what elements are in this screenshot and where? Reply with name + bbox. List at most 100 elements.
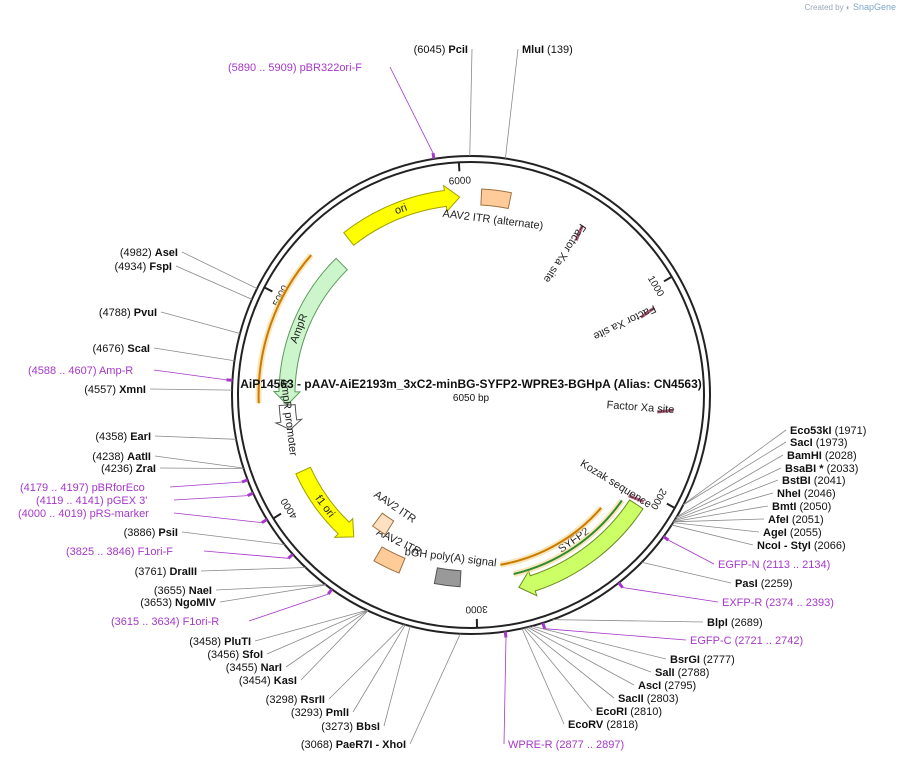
site-eco53ki[interactable]: Eco53kI (1971) <box>683 425 866 505</box>
site-label-text: (4982) AseI <box>120 247 178 259</box>
primer-name: F1ori-F <box>138 546 174 558</box>
site-bstbi[interactable]: BstBI (2041) <box>674 475 846 521</box>
site-leader <box>219 584 327 603</box>
site-naei[interactable]: (3655) NaeI <box>154 584 326 597</box>
site-label-text: (4557) XmnI <box>84 384 146 396</box>
site-label-text: Eco53kI (1971) <box>790 425 866 437</box>
site-mlui[interactable]: MluI (139) <box>504 44 573 159</box>
site-bbsi[interactable]: (3273) BbsI <box>321 626 411 733</box>
site-asci[interactable]: AscI (2795) <box>527 626 697 692</box>
site-blpi[interactable]: BlpI (2689) <box>552 617 763 629</box>
factor-xa-3-label: Factor Xa site <box>606 399 675 416</box>
primer-wprer[interactable]: WPRE-R (2877 .. 2897) <box>503 631 624 751</box>
primer-pgex3[interactable]: (4119 .. 4141) pGEX 3' <box>36 491 254 507</box>
site-pcii[interactable]: (6045) PciI <box>414 44 473 157</box>
site-asei[interactable]: (4982) AseI <box>120 247 258 289</box>
site-bamhi[interactable]: BamHI (2028) <box>676 450 857 518</box>
site-saci[interactable]: SacI (1973) <box>682 437 848 506</box>
feature-aav2-itr-alt[interactable] <box>480 188 513 210</box>
site-nari[interactable]: (3455) NarI <box>226 610 369 674</box>
feature-f1-ori[interactable] <box>295 466 355 538</box>
feature-ampr[interactable] <box>272 257 349 406</box>
feature-aav2-itr[interactable] <box>373 546 406 574</box>
site-position: (2051) <box>789 514 824 526</box>
primer-label-text: (4179 .. 4197) pBRforEco <box>20 482 145 494</box>
exfp-r-arrow[interactable] <box>500 507 602 566</box>
site-name: SacII <box>618 693 644 705</box>
site-position: (4238) <box>92 451 127 463</box>
site-position: (2033) <box>824 463 859 475</box>
feature-label-ori: ori <box>393 202 409 218</box>
site-pluti[interactable]: (3458) PluTI <box>189 609 368 648</box>
site-rsrii[interactable]: (3298) RsrII <box>266 624 405 706</box>
site-ncoi[interactable]: NcoI - StyI (2066) <box>671 524 846 552</box>
primer-leader <box>668 539 715 565</box>
site-sfoi[interactable]: (3456) SfoI <box>207 610 368 661</box>
site-label-text: SacI (1973) <box>790 437 848 449</box>
amp-r-arrow[interactable] <box>257 254 312 404</box>
site-paer7i[interactable]: (3068) PaeR7I - XhoI <box>301 633 461 751</box>
site-pvui[interactable]: (4788) PvuI <box>99 307 241 334</box>
site-label-text: (3293) PmlI <box>291 707 349 719</box>
site-nhei[interactable]: NheI (2046) <box>674 488 836 522</box>
primer-f1orir[interactable]: (3615 .. 3634) F1ori-R <box>111 588 333 628</box>
site-position: (3458) <box>189 636 224 648</box>
site-leader <box>383 626 411 727</box>
primer-f1orif[interactable]: (3825 .. 3846) F1ori-F <box>66 546 294 560</box>
site-draiii[interactable]: (3761) DraIII <box>135 566 306 578</box>
site-sali[interactable]: SalI (2788) <box>529 626 709 679</box>
egfp-n-arrow[interactable] <box>513 499 623 576</box>
primer-exfpr[interactable]: EXFP-R (2374 .. 2393) <box>617 581 834 609</box>
site-leader <box>328 624 405 700</box>
primer-prsmarker[interactable]: (4000 .. 4019) pRS-marker <box>18 508 268 524</box>
site-position: (1973) <box>813 437 848 449</box>
feature-ampr-promoter[interactable] <box>274 404 304 431</box>
site-afei[interactable]: AfeI (2051) <box>673 514 824 526</box>
site-label-text: (4934) FspI <box>115 261 172 273</box>
site-leader <box>525 627 615 699</box>
site-ngomiv[interactable]: (3653) NgoMIV <box>140 584 327 609</box>
site-pmli[interactable]: (3293) PmlI <box>291 624 406 719</box>
primer-pbrforeco[interactable]: (4179 .. 4197) pBRforEco <box>20 478 249 494</box>
primer-ampr[interactable]: (4588 .. 4607) Amp-R <box>28 365 233 382</box>
primer-label-text: EGFP-N (2113 .. 2134) <box>718 559 830 571</box>
site-name: AatII <box>127 451 151 463</box>
site-leader <box>285 610 369 668</box>
site-aatii[interactable]: (4238) AatII <box>92 451 244 469</box>
primer-range: (4179 .. 4197) <box>20 482 92 494</box>
site-bmti[interactable]: BmtI (2050) <box>673 501 832 522</box>
site-position: (2795) <box>661 680 696 692</box>
site-bsabi[interactable]: BsaBI * (2033) <box>675 463 859 519</box>
feature-ori[interactable] <box>343 184 461 246</box>
primer-egfpn[interactable]: EGFP-N (2113 .. 2134) <box>662 535 831 571</box>
feature-bgh-polya[interactable] <box>433 567 462 588</box>
site-eari[interactable]: (4358) EarI <box>95 431 237 443</box>
site-psii[interactable]: (3886) PsiI <box>124 527 285 546</box>
site-scai[interactable]: (4676) ScaI <box>93 343 235 362</box>
site-name: PluTI <box>224 636 251 648</box>
site-fspi[interactable]: (4934) FspI <box>115 261 253 300</box>
backbone-layer <box>231 155 711 635</box>
site-pasi[interactable]: PasI (2259) <box>641 561 793 590</box>
site-sacii[interactable]: SacII (2803) <box>525 627 679 705</box>
primer-pbr322orif[interactable]: (5890 .. 5909) pBR322ori-F <box>228 62 436 160</box>
site-xmni[interactable]: (4557) XmnI <box>84 384 233 396</box>
site-leader <box>671 524 754 546</box>
site-ecorv[interactable]: EcoRV (2818) <box>521 628 638 731</box>
site-ecori[interactable]: EcoRI (2810) <box>523 627 662 718</box>
primer-egfpc[interactable]: EGFP-C (2721 .. 2742) <box>541 622 803 647</box>
site-bsrgi[interactable]: BsrGI (2777) <box>531 625 735 666</box>
site-position: (3293) <box>291 707 326 719</box>
feature-syfp2[interactable] <box>518 499 644 597</box>
tick-mark <box>663 275 673 283</box>
site-position: (3298) <box>266 694 301 706</box>
primer-leader <box>503 637 507 745</box>
site-position: (3068) <box>301 739 336 751</box>
feature-aav2-itr-2[interactable] <box>371 512 395 536</box>
site-kasi[interactable]: (3454) KasI <box>239 610 369 687</box>
site-agei[interactable]: AgeI (2055) <box>673 522 822 539</box>
site-zrai[interactable]: (4236) ZraI <box>101 463 244 475</box>
primer-binding-mark <box>261 518 268 524</box>
primer-label-text: (3615 .. 3634) F1ori-R <box>111 616 219 628</box>
site-label-text: NheI (2046) <box>777 488 836 500</box>
